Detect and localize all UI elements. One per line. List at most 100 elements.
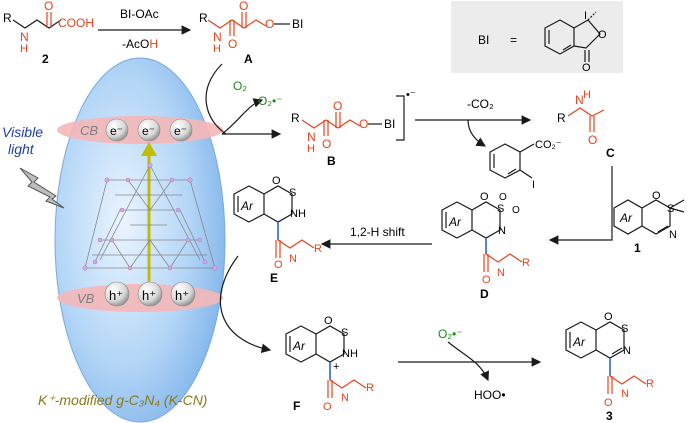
p3-o2: O (604, 397, 613, 409)
b-o1: O (333, 99, 342, 113)
d-r: R (522, 257, 530, 269)
b-label: B (327, 154, 336, 168)
compound-1 (613, 199, 685, 235)
a-o2: O (228, 37, 237, 51)
f-o2: O (323, 401, 332, 413)
c2-r: R (3, 11, 12, 25)
arrow-E-to-F (219, 255, 272, 354)
d-label: D (480, 287, 489, 301)
d-s: S (497, 203, 504, 215)
e-o: O (272, 175, 281, 187)
a-o1: O (239, 0, 248, 13)
f-label: F (293, 399, 300, 413)
superoxide-label: O₂•⁻ (258, 94, 283, 108)
c-r: R (557, 111, 566, 125)
f-nh: NH (342, 348, 358, 360)
d-o-s1: O (499, 192, 507, 203)
cation-F (285, 325, 367, 398)
a-label: A (244, 52, 253, 66)
f-s: S (341, 327, 348, 339)
radical-D (441, 201, 523, 272)
a-bi: BI (292, 17, 303, 31)
c2-nh: N (20, 30, 29, 44)
bottom-hoo: HOO• (474, 388, 506, 402)
e-s: S (289, 187, 296, 199)
electron-3: e⁻ (174, 124, 187, 138)
f-o: O (324, 315, 333, 327)
f-ar: Ar (292, 339, 306, 353)
e-ar: Ar (240, 199, 254, 213)
electron-2: e⁻ (142, 124, 155, 138)
iodobenzoate-co2: CO₂⁻ (535, 139, 562, 151)
bi-def-equals: = (510, 33, 517, 47)
p3-label: 3 (606, 409, 613, 423)
p3-s: S (621, 323, 628, 335)
c-h: H (583, 89, 591, 101)
d-o-s2: O (512, 205, 520, 216)
byproduct-acoh: -AcOH (122, 37, 158, 51)
p3-n2: N (621, 388, 629, 400)
excitation-arrowhead (141, 142, 157, 156)
arrow-A-to-B (205, 63, 227, 135)
hole-ball-3 (170, 281, 196, 307)
arrow-superoxide-to-hoo (447, 341, 489, 382)
f-n2: N (341, 392, 349, 404)
c2-label: 2 (42, 52, 49, 66)
b-bi: BI (384, 117, 395, 131)
bi-def-o: O (598, 29, 607, 41)
photocatalyst: CB VB e⁻ e⁻ e⁻ h⁺ h⁺ h⁺ (2, 57, 226, 423)
reagent-bioac: BI-OAc (120, 7, 159, 21)
visible-light-line1: Visible (2, 124, 43, 140)
e-r: R (314, 243, 322, 255)
p3-n: N (623, 345, 631, 357)
hole-ball-1 (104, 281, 130, 307)
c1-n: N (669, 229, 677, 241)
p3-o: O (604, 311, 613, 323)
bottom-superoxide: O₂•⁻ (438, 327, 463, 341)
c-label: C (606, 146, 615, 160)
hole-2: h⁺ (142, 288, 156, 303)
electron-ball-2 (137, 118, 161, 142)
e-n2: N (289, 253, 297, 265)
e-label: E (270, 271, 278, 285)
b-nh: N (307, 130, 316, 144)
d-nh: N (497, 267, 505, 279)
c1-s: S (667, 203, 674, 215)
d-ar: Ar (448, 215, 462, 229)
b-o3: O (359, 117, 368, 131)
compound-A (207, 12, 290, 36)
a-nh: N (213, 30, 222, 44)
gcn-nodes (82, 162, 218, 271)
b-charge: •⁻ (406, 89, 416, 101)
d-o: O (480, 191, 489, 203)
c2-h: H (20, 43, 28, 55)
c2-o: O (44, 0, 53, 13)
e-o2: O (274, 259, 283, 271)
a-r: R (199, 11, 208, 25)
d-o2: O (482, 274, 491, 286)
o2-label: O₂ (233, 79, 247, 93)
arrow-o2-superoxide (221, 98, 264, 135)
arrow-C-to-D (548, 166, 613, 245)
b-o2: O (322, 137, 331, 151)
vb-label: VB (77, 291, 95, 306)
product-3 (565, 321, 647, 394)
electron-1: e⁻ (110, 124, 123, 138)
electron-ball-3 (169, 118, 193, 142)
cb-label: CB (80, 123, 98, 138)
p3-ar: Ar (572, 335, 586, 349)
a-h: H (213, 43, 221, 55)
c2-cooh: COOH (58, 16, 94, 30)
b-r: R (291, 111, 300, 125)
arrow-to-iodobenzoate (467, 119, 487, 147)
p3-r: R (646, 378, 654, 390)
b-h: H (307, 143, 315, 155)
bi-def-i: I (584, 10, 587, 22)
bi-def-lhs: BI (478, 33, 489, 47)
f-plus: + (333, 361, 339, 373)
f-r: R (366, 382, 374, 394)
hole-1: h⁺ (109, 288, 123, 303)
c1-ar: Ar (619, 211, 633, 225)
lightning-icon (19, 167, 65, 209)
d-n: N (498, 225, 506, 237)
